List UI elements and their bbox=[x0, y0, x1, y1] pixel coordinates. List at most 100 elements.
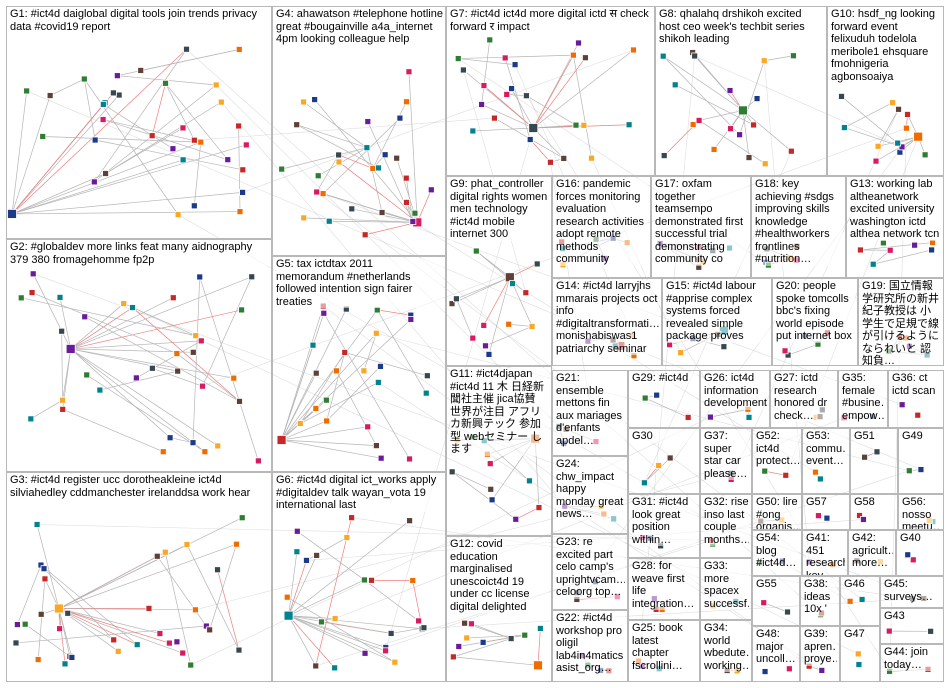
node-thumbnail-icon bbox=[323, 417, 331, 425]
node-thumbnail-icon bbox=[58, 327, 66, 335]
node-thumbnail-icon bbox=[846, 597, 854, 605]
edge bbox=[504, 57, 531, 140]
node-thumbnail-icon bbox=[874, 142, 882, 150]
group-box-g15: G15: #ict4d labour #apprise complex syst… bbox=[662, 278, 772, 366]
edge bbox=[70, 348, 171, 438]
node-thumbnail-icon bbox=[454, 55, 462, 62]
edge bbox=[288, 615, 423, 630]
node-thumbnail-icon bbox=[403, 98, 410, 106]
edge bbox=[787, 343, 819, 356]
edge bbox=[176, 353, 240, 402]
node-thumbnail-icon bbox=[28, 289, 36, 296]
node-thumbnail-icon bbox=[659, 52, 667, 60]
group-label-g40: G40 bbox=[900, 532, 941, 545]
edge bbox=[296, 124, 379, 169]
edge bbox=[645, 397, 689, 418]
group-label-g6: G6: #ict4d digital ict_works apply #digi… bbox=[276, 474, 443, 512]
node-thumbnail-icon bbox=[501, 54, 509, 62]
edge bbox=[742, 110, 792, 152]
node-thumbnail-icon bbox=[59, 396, 66, 404]
node-thumbnail-icon bbox=[572, 121, 580, 129]
group-box-g6: G6: #ict4d digital ict_works apply #digi… bbox=[272, 472, 446, 682]
node-thumbnail-icon bbox=[235, 646, 243, 654]
node-thumbnail-icon bbox=[312, 405, 320, 412]
edge bbox=[165, 83, 195, 141]
group-label-g3: G3: #ict4d register ucc dorotheakleine i… bbox=[10, 474, 269, 499]
group-box-g17: G17: oxfam together teamsempo demonstrat… bbox=[651, 176, 751, 278]
group-label-g15: G15: #ict4d labour #apprise complex syst… bbox=[666, 280, 769, 343]
node-thumbnail-icon bbox=[486, 460, 494, 468]
node-thumbnail-icon bbox=[760, 599, 768, 607]
edge bbox=[132, 307, 240, 402]
edge bbox=[316, 191, 418, 223]
node-thumbnail-icon bbox=[508, 85, 515, 92]
node-thumbnail-icon bbox=[855, 661, 863, 668]
edge bbox=[281, 439, 377, 446]
edge bbox=[877, 109, 899, 147]
group-box-g37: G37: super star car please… bbox=[700, 428, 752, 494]
group-box-g56: G56: nosso meetu… bbox=[898, 494, 944, 530]
edge bbox=[344, 352, 428, 377]
node-thumbnail-icon bbox=[320, 309, 328, 317]
edge bbox=[529, 139, 551, 163]
edge bbox=[488, 277, 511, 355]
node-thumbnail-icon bbox=[727, 125, 734, 133]
node-thumbnail-icon bbox=[745, 413, 753, 421]
node-thumbnail-icon bbox=[238, 306, 245, 314]
edge bbox=[533, 49, 634, 129]
node-thumbnail-icon bbox=[823, 514, 831, 522]
edge bbox=[456, 298, 474, 339]
edge bbox=[58, 608, 170, 644]
node-thumbnail-icon bbox=[91, 136, 99, 144]
group-label-g16: G16: pandemic forces monitoring evaluati… bbox=[556, 178, 648, 266]
edge bbox=[364, 579, 419, 622]
edge bbox=[44, 578, 60, 609]
inter-group-edge bbox=[26, 90, 922, 470]
edge bbox=[377, 309, 411, 316]
edge bbox=[483, 85, 534, 129]
node-thumbnail-icon bbox=[914, 411, 922, 419]
group-label-g42: G42: agricult… more… bbox=[852, 532, 893, 570]
edge bbox=[376, 309, 427, 394]
group-label-g21: G21: ensemble mettons fin aux mariages d… bbox=[556, 372, 625, 447]
node-thumbnail-icon bbox=[387, 630, 395, 637]
group-box-g12: G12: covid education marginalised unesco… bbox=[446, 536, 552, 682]
node-thumbnail-icon bbox=[522, 289, 530, 297]
edge bbox=[58, 608, 138, 645]
node-thumbnail-icon bbox=[37, 610, 45, 618]
node-thumbnail-icon bbox=[738, 105, 748, 116]
node-thumbnail-icon bbox=[872, 157, 880, 165]
group-label-g43: G43 bbox=[884, 610, 941, 623]
node-thumbnail-icon bbox=[360, 367, 368, 375]
node-thumbnail-icon bbox=[61, 660, 69, 668]
node-thumbnail-icon bbox=[283, 610, 294, 621]
edge bbox=[217, 569, 240, 651]
node-thumbnail-icon bbox=[478, 101, 486, 108]
group-box-g57: G57 bbox=[802, 494, 850, 530]
edge bbox=[408, 71, 418, 223]
edge bbox=[238, 125, 241, 212]
node-thumbnail-icon bbox=[671, 81, 679, 89]
node-thumbnail-icon bbox=[455, 643, 463, 650]
edge bbox=[323, 313, 410, 460]
edge bbox=[338, 161, 418, 223]
edge bbox=[156, 556, 207, 627]
edge bbox=[763, 602, 788, 613]
edge bbox=[329, 220, 418, 223]
edge bbox=[663, 55, 744, 111]
node-thumbnail-icon bbox=[56, 293, 64, 301]
node-thumbnail-icon bbox=[192, 606, 199, 614]
node-thumbnail-icon bbox=[781, 347, 789, 355]
edge bbox=[84, 78, 179, 215]
group-label-g27: G27: ictd research honored dr check… bbox=[774, 372, 835, 422]
node-thumbnail-icon bbox=[575, 39, 582, 47]
group-label-g37: G37: super star car please… bbox=[704, 430, 749, 480]
node-thumbnail-icon bbox=[463, 634, 471, 642]
edge bbox=[299, 352, 346, 424]
node-thumbnail-icon bbox=[348, 514, 356, 522]
group-box-g48: G48: major uncoll… bbox=[752, 626, 800, 682]
group-box-g43: G43 bbox=[880, 608, 944, 644]
group-label-g1: G1: #ict4d daiglobal digital tools join … bbox=[10, 8, 269, 33]
edge bbox=[511, 88, 534, 129]
node-thumbnail-icon bbox=[318, 618, 325, 626]
